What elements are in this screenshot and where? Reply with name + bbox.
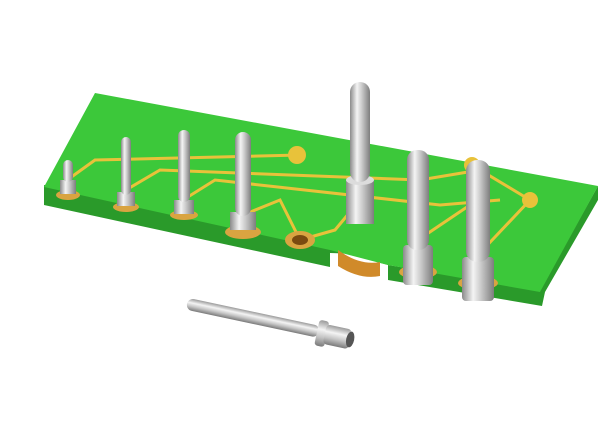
pin-4	[225, 132, 261, 239]
pin-5	[346, 82, 374, 224]
pin-6	[399, 150, 437, 285]
pin-3	[170, 130, 198, 220]
loose-pin	[186, 299, 355, 349]
pin-2	[113, 137, 139, 212]
board-notch	[338, 250, 380, 277]
pin-7	[458, 160, 498, 301]
board-edge	[44, 185, 598, 306]
pin-1	[56, 160, 80, 200]
